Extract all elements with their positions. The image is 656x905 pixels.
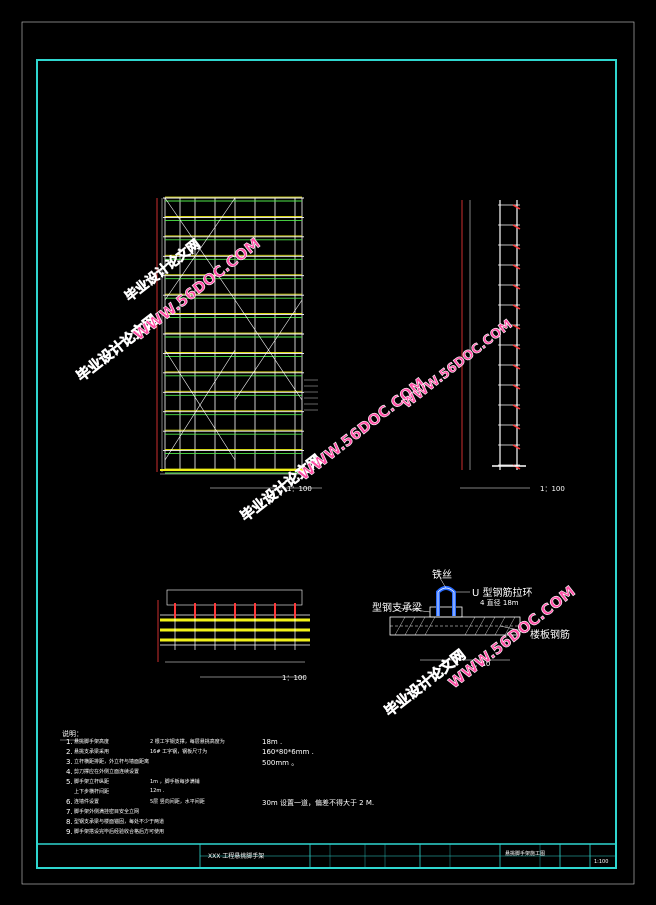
note-num: 2.	[66, 748, 73, 756]
note-num: 5.	[66, 778, 73, 786]
note-a: 脚手架搭设完毕后经验收合格后方可使用	[74, 829, 165, 835]
note-num: 6.	[66, 798, 73, 806]
detail-label-anchor-note: 4 直径 18m	[480, 599, 519, 607]
note-b: 2 根工字钢支撑，每层悬挑高度为	[150, 739, 225, 745]
side-tie	[512, 444, 521, 450]
side-tie	[512, 364, 521, 370]
note-num: 7.	[66, 808, 73, 816]
note-a: 脚手架立杆纵距	[74, 779, 110, 785]
side-tie	[512, 344, 521, 350]
side-tie	[512, 424, 521, 430]
detail-label-anchor-ring: U 型钢筋拉环	[472, 588, 533, 599]
front-elevation	[156, 196, 322, 489]
note-a: 悬挑支承梁采用	[74, 749, 110, 755]
note-num: 8.	[66, 818, 73, 826]
note-num: 1.	[66, 738, 73, 746]
side-tie	[512, 204, 521, 210]
note-c: 500mm 。	[262, 759, 299, 767]
notes-title: 说明：	[62, 730, 83, 738]
front-brace	[164, 349, 236, 461]
detail-label-slab-rebar: 楼板钢筋	[530, 630, 570, 641]
note-a: 悬挑脚手架高度	[74, 739, 110, 745]
outer-border	[21, 21, 635, 885]
detail-label-beam: 型钢支承梁	[372, 603, 422, 614]
plan-view	[157, 589, 310, 678]
drawing-scale: 1:100	[594, 859, 609, 865]
note-b: 16# 工字钢，钢板尺寸为	[150, 749, 208, 755]
note-c: 30m 设置一道，偏差不得大于 2 M.	[262, 799, 375, 807]
front-brace	[164, 197, 236, 301]
note-b: 12m .	[150, 788, 165, 794]
detail-label-tie: 铁丝	[432, 570, 452, 581]
detail-view-scale: 1：10	[470, 660, 491, 668]
front-brace	[234, 299, 303, 401]
note-b: 5层 竖向间距，水平间距	[150, 799, 205, 805]
note-a: 脚手架外侧满挂密目安全立网	[74, 809, 140, 815]
side-tie	[512, 244, 521, 250]
note-c: 160*80*6mm .	[262, 748, 314, 756]
note-a: 剪刀撑应在外侧立面连续设置	[74, 769, 140, 775]
drawing-name: 悬挑脚手架施工图	[505, 851, 546, 857]
note-num: 4.	[66, 768, 73, 776]
front-view-scale: 1：100	[287, 485, 312, 493]
side-view-scale: 1：100	[540, 485, 565, 493]
side-tie	[512, 264, 521, 270]
plan-view-scale: 1：100	[282, 674, 307, 682]
side-tie	[512, 224, 521, 230]
anchor-detail	[389, 577, 529, 661]
note-c: 18m .	[262, 738, 283, 746]
side-tie	[512, 284, 521, 290]
note-b: 1m ，脚手板每步满铺	[150, 779, 200, 785]
side-tie	[512, 404, 521, 410]
note-a: 连墙件设置	[74, 799, 100, 805]
side-elevation	[460, 200, 530, 489]
side-tie	[512, 324, 521, 330]
note-a: 上下步横杆间距	[74, 789, 110, 795]
note-a: 型钢支承梁与楼面锚固，每处不少于两道	[74, 819, 165, 825]
note-num: 3.	[66, 758, 73, 766]
side-tie	[512, 384, 521, 390]
title-block	[36, 843, 617, 869]
side-tie	[512, 304, 521, 310]
note-num: 9.	[66, 828, 73, 836]
note-a: 立杆横距排距，外立杆与墙面距离	[74, 759, 150, 765]
project-title: XXX 工程悬挑脚手架	[208, 853, 265, 860]
